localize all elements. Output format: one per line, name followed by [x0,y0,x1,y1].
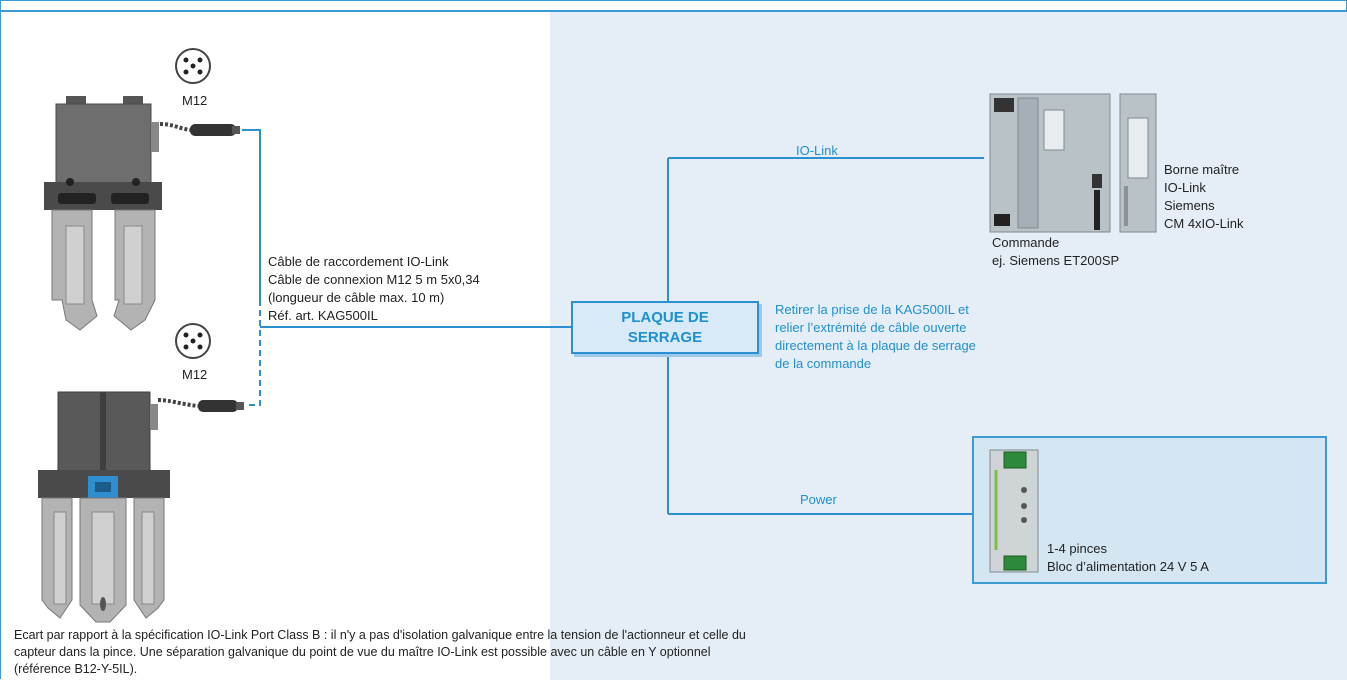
cable-line: (longueur de câble max. 10 m) [268,290,445,305]
footnote: Ecart par rapport à la spécification IO-… [14,628,746,676]
io-link-label: IO-Link [796,143,838,158]
psu-line: Bloc d’alimentation 24 V 5 A [1047,559,1209,574]
psu-line: 1-4 pinces [1047,541,1107,556]
instruction-line: Retirer la prise de la KAG500IL et [775,302,969,317]
master-line: Borne maître [1164,162,1240,177]
centric-gripper-image [38,391,170,623]
top-rule [0,10,1347,12]
master-line: Siemens [1164,198,1215,213]
siemens-controller-image [989,93,1157,233]
instruction-line: directement à la plaque de serrage [775,338,976,353]
instruction-line: de la commande [775,356,872,371]
controller-line: ej. Siemens ET200SP [992,253,1120,268]
cable-line: Câble de raccordement IO-Link [268,254,449,269]
cable-line: Réf. art. KAG500IL [268,308,378,323]
bottom-m12-connector-icon [175,323,211,359]
bottom-cable-image [157,398,244,412]
top-connector-label: M12 [182,93,208,108]
top-m12-connector-icon [175,48,211,84]
master-line: CM 4xIO-Link [1164,216,1244,231]
instruction-line: relier l’extrémité de câble ouverte [775,320,967,335]
top-cable-image [159,122,240,136]
power-label: Power [800,492,837,507]
clamping-plate-box: PLAQUE DE SERRAGE [571,301,759,354]
cable-line: Câble de connexion M12 5 m 5x0,34 [268,272,480,287]
parallel-gripper-image [44,96,162,331]
clamping-plate-label: PLAQUE DE SERRAGE [621,308,709,346]
master-line: IO-Link [1164,180,1206,195]
bottom-connector-label: M12 [182,367,208,382]
controller-line: Commande [992,235,1060,250]
